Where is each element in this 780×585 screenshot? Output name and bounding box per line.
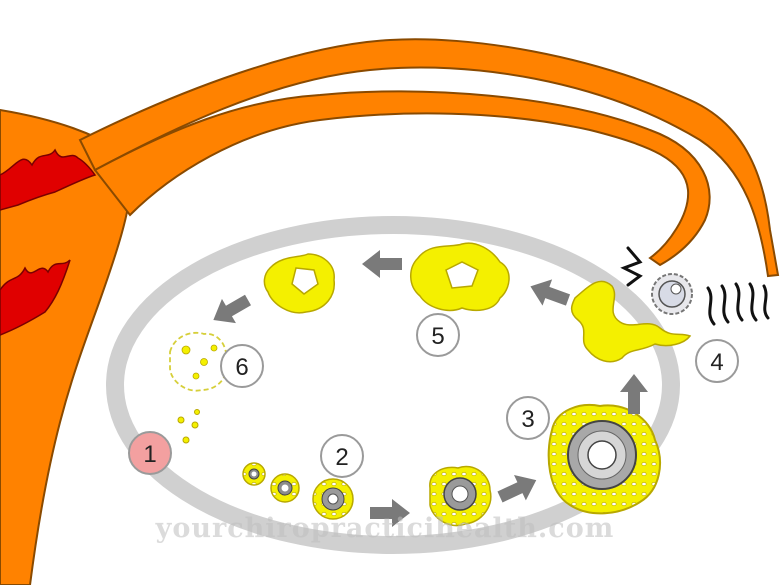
corpus-luteum-large <box>410 242 510 312</box>
stage-label-4: 4 <box>695 339 739 383</box>
primary-follicle-2 <box>270 473 300 503</box>
stage-label-4-text: 4 <box>710 349 723 376</box>
gray-arrow-icon <box>362 250 402 278</box>
primary-follicle-1 <box>242 462 266 486</box>
watermark-text: yourchiropracticihealth.com <box>155 513 615 544</box>
gray-arrow-icon <box>525 273 573 314</box>
uterus-body <box>0 108 132 585</box>
corpus-luteum-small <box>263 253 335 314</box>
ruptured-follicle <box>570 280 692 363</box>
secondary-follicle <box>312 478 354 520</box>
stage-label-5: 5 <box>416 313 460 357</box>
ovary-ring <box>106 216 680 554</box>
stage-label-6: 6 <box>220 344 264 388</box>
fallopian-tube-lower <box>93 90 711 267</box>
corpus-albicans <box>169 331 228 392</box>
tertiary-follicle <box>429 465 492 527</box>
stage-label-5-text: 5 <box>431 323 444 350</box>
endometrium-lower <box>0 259 71 336</box>
gray-arrow-icon <box>494 467 543 510</box>
stage-label-1-text: 1 <box>143 441 156 468</box>
uterus-and-tube <box>0 38 780 585</box>
gray-arrow-icon <box>206 287 255 333</box>
stage-label-6-text: 6 <box>235 354 248 381</box>
fimbriae-icon <box>620 246 770 326</box>
graafian-follicle <box>547 404 661 515</box>
stage-label-1: 1 <box>128 431 172 475</box>
oocyte-icon <box>651 273 693 315</box>
stage-label-3: 3 <box>506 396 550 440</box>
stage-label-3-text: 3 <box>521 406 534 433</box>
stage-label-2: 2 <box>320 434 364 478</box>
stage-label-2-text: 2 <box>335 444 348 471</box>
fallopian-tube-upper <box>78 38 780 278</box>
primordial-follicles <box>177 409 200 444</box>
endometrium-upper <box>0 148 97 211</box>
